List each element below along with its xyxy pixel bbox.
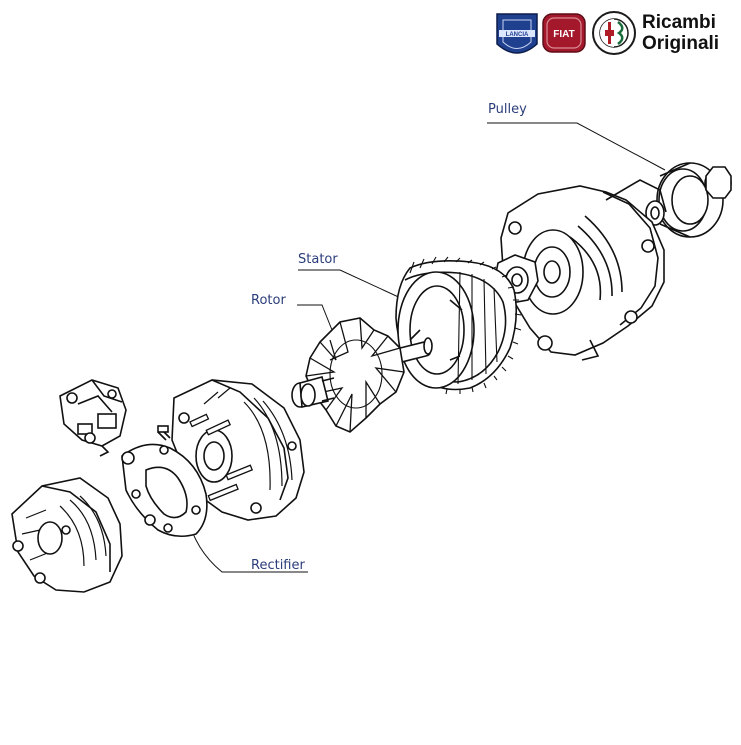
pulley-part [645,162,732,238]
rear-housing-part [171,379,305,521]
stator-part [395,256,522,395]
brand-line-1: Ricambi [642,12,716,33]
drive-end-housing-part [499,179,667,361]
rotor-label: Rotor [251,293,286,308]
fiat-logo: FIAT [542,13,586,53]
rear-cover-part [11,477,123,593]
alfa-romeo-logo [592,11,636,55]
stator-label: Stator [298,252,338,267]
pulley-leader-line [487,122,666,171]
svg-text:LANCIA: LANCIA [506,32,529,38]
regulator-part [59,379,127,457]
rectifier-part [121,425,208,538]
rectifier-label: Rectifier [251,558,305,573]
stator-leader-line [298,269,406,301]
pulley-label: Pulley [488,102,527,117]
rotor-leader-line [297,304,335,336]
rotor-part [291,317,433,433]
svg-text:FIAT: FIAT [553,29,574,40]
brand-wordmark: Ricambi Originali [642,12,719,54]
lancia-logo: LANCIA [496,13,538,54]
brand-line-2: Originali [642,33,720,54]
